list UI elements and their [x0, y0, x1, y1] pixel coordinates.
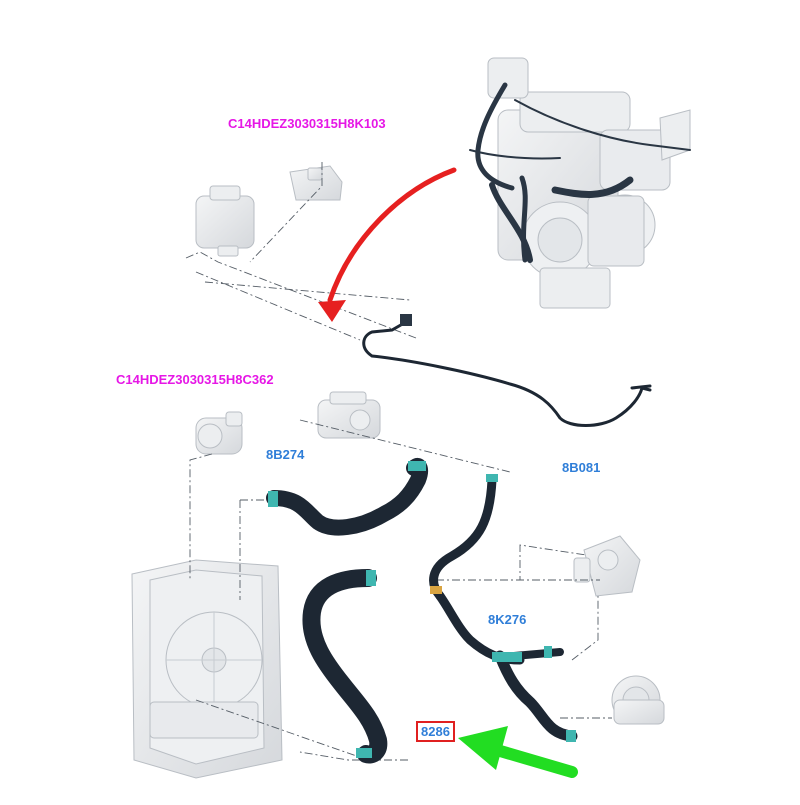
reference-label-k103: C14HDEZ3030315H8K103	[228, 116, 386, 131]
thermostat-component	[195, 411, 243, 455]
leader-lines	[185, 162, 612, 761]
part-label-8B081: 8B081	[562, 460, 601, 475]
thermostat-housing	[573, 535, 641, 597]
radiator-assembly	[131, 559, 283, 779]
green-pointer-arrow-icon	[458, 726, 578, 778]
engine-assembly	[487, 57, 691, 309]
outlet-housing	[317, 391, 381, 439]
part-label-8286-highlighted: 8286	[416, 721, 455, 742]
engine-hoses	[469, 82, 691, 263]
upper-hose-8B274	[266, 457, 429, 536]
reference-label-c362: C14HDEZ3030315H8C362	[116, 372, 274, 387]
bypass-hose-8K276	[429, 474, 578, 742]
red-curved-arrow-icon	[318, 167, 457, 322]
water-pump	[611, 675, 665, 725]
breather-pipe-8B081	[362, 314, 652, 427]
part-label-8K276: 8K276	[488, 612, 527, 627]
part-label-8B274: 8B274	[266, 447, 305, 462]
lower-hose-8286	[302, 569, 388, 764]
